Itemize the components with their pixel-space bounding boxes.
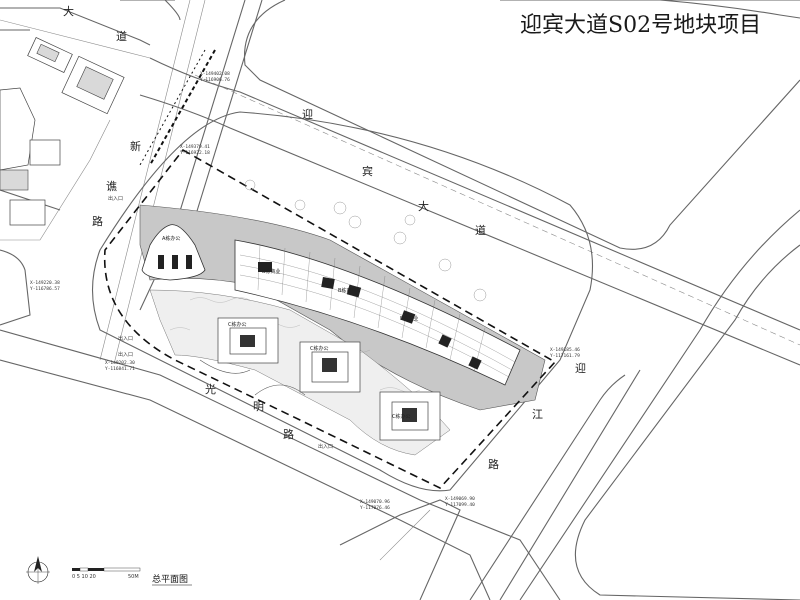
coord-5-x: X-149185.46 bbox=[550, 347, 580, 353]
walkway-2 bbox=[199, 359, 251, 374]
trees bbox=[244, 179, 487, 302]
neighbor-buildings-nw bbox=[0, 37, 125, 226]
tower-a-core-1 bbox=[158, 255, 164, 269]
coord-7-x: X-149069.90 bbox=[445, 496, 475, 502]
tower-a-core-2 bbox=[172, 255, 178, 269]
label-office-c1: C栋办公 bbox=[228, 321, 247, 328]
road-label-qiao: 谯 bbox=[106, 179, 117, 193]
coord-3-x: X-149220.38 bbox=[30, 280, 60, 286]
label-shop-b: B栋商业 bbox=[262, 268, 280, 275]
road-label-jiang: 江 bbox=[532, 408, 543, 421]
coordinate-markers: X-149402.08 Y-116906.76 X-149379.41 Y-11… bbox=[30, 71, 580, 511]
site-area bbox=[103, 148, 557, 489]
coord-7-y: Y-117099.40 bbox=[445, 502, 475, 508]
label-office-c2: C栋办公 bbox=[310, 345, 329, 352]
coord-1-x: X-149402.08 bbox=[200, 71, 230, 77]
scale-bar: 0 5 10 20 50M bbox=[72, 567, 141, 580]
road-label-da2: 大 bbox=[418, 199, 429, 213]
office-c3 bbox=[379, 391, 441, 441]
entrance-2: 出入口 bbox=[118, 335, 133, 342]
office-c2 bbox=[299, 341, 361, 393]
label-office-a: A栋办公 bbox=[162, 235, 180, 242]
coord-4-y: Y-116841.71 bbox=[105, 366, 135, 372]
drawing-caption: 总平面图 bbox=[152, 573, 188, 585]
scale-ticks: 0 5 10 20 bbox=[72, 574, 96, 580]
north-arrow bbox=[26, 556, 50, 584]
label-shop-b2: B栋商业 bbox=[338, 287, 356, 294]
road-label-guang: 光 bbox=[205, 382, 216, 396]
road-label-lu3: 路 bbox=[488, 458, 499, 471]
coord-2-x: X-149379.41 bbox=[180, 144, 210, 150]
coord-6-x: X-149070.96 bbox=[360, 499, 390, 505]
walkway-1 bbox=[254, 384, 306, 396]
scale-end: 50M bbox=[128, 574, 139, 580]
road-label-xin: 新 bbox=[130, 139, 141, 153]
label-office-c3: C栋办公 bbox=[392, 413, 411, 420]
road-label-dao: 道 bbox=[116, 29, 127, 43]
office-c1 bbox=[217, 317, 279, 364]
coord-3-y: Y-116786.57 bbox=[30, 286, 60, 292]
road-label-lu1: 路 bbox=[92, 215, 103, 228]
road-label-dao2: 道 bbox=[475, 223, 486, 237]
road-label-ying1: 迎 bbox=[302, 108, 313, 121]
coord-6-y: Y-117076.46 bbox=[360, 505, 390, 511]
entrance-4: 出入口 bbox=[318, 443, 333, 450]
coord-2-y: Y-116922.18 bbox=[180, 150, 210, 156]
road-label-da: 大 bbox=[63, 4, 74, 18]
road-label-lu2: 路 bbox=[283, 428, 294, 441]
transit-line bbox=[149, 49, 216, 166]
entrance-labels: 出入口 出入口 出入口 出入口 bbox=[108, 195, 333, 450]
coord-1-y: Y-116906.76 bbox=[200, 77, 230, 83]
road-label-ying2: 迎 bbox=[575, 362, 586, 375]
road-label-ming: 明 bbox=[253, 400, 264, 413]
road-label-bin: 宾 bbox=[362, 164, 373, 178]
transit-line-2 bbox=[139, 49, 206, 166]
label-shop-b3: B栋商业 bbox=[400, 315, 418, 322]
road-labels: 大 道 新 谯 路 迎 宾 大 道 光 明 路 迎 江 路 bbox=[63, 4, 586, 471]
coord-5-y: Y-117161.79 bbox=[550, 353, 580, 359]
site-boundary bbox=[103, 148, 557, 489]
drawing-title: 迎宾大道S02号地块项目 bbox=[520, 13, 761, 38]
building-labels: A栋办公 B栋商业 B栋商业 B栋商业 C栋办公 C栋办公 C栋办公 bbox=[162, 235, 418, 420]
coord-4-x: X-149202.30 bbox=[105, 360, 135, 366]
commercial-cores bbox=[258, 262, 482, 370]
commercial-strip-b bbox=[234, 239, 521, 386]
entrance-1: 出入口 bbox=[108, 195, 123, 202]
tower-a-core-3 bbox=[186, 255, 192, 269]
entrance-3: 出入口 bbox=[118, 351, 133, 358]
